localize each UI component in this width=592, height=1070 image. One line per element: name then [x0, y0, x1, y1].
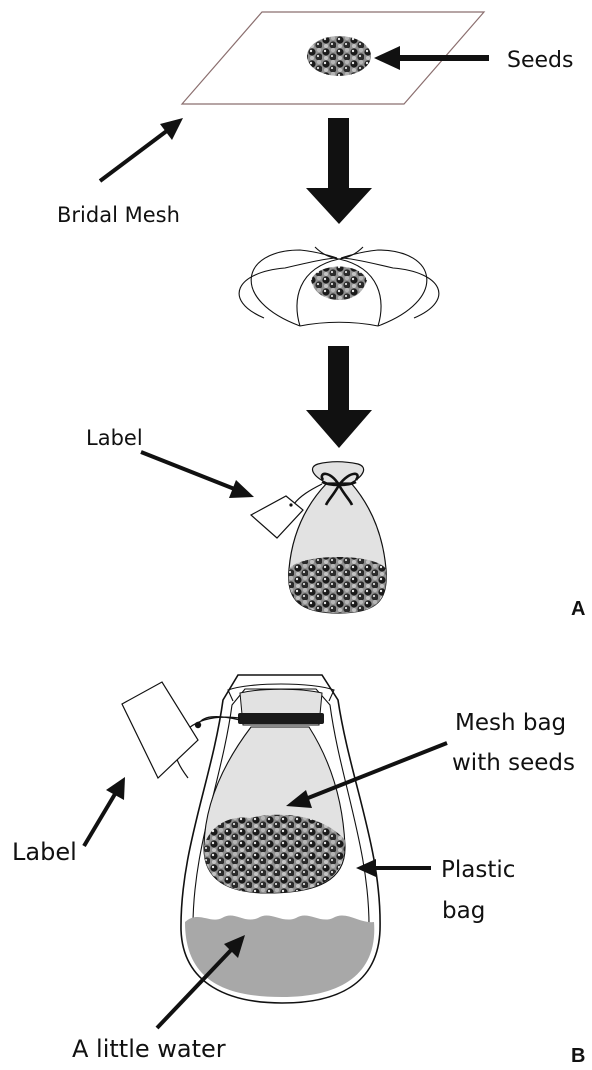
- tie-band: [238, 713, 324, 724]
- tied-bag-seeds: [289, 557, 387, 613]
- bridal-mesh-label: Bridal Mesh: [57, 203, 180, 227]
- plastic-bag-label-line1: Plastic: [441, 857, 515, 883]
- label-text-b: Label: [12, 838, 77, 866]
- step-arrow-1: [306, 118, 372, 224]
- panel-a: Seeds Bridal Mesh: [57, 12, 585, 620]
- mesh-bag-seeds: [204, 815, 345, 893]
- bridal-mesh-arrow: [100, 118, 183, 181]
- seeds-label: Seeds: [507, 48, 573, 73]
- seed-pile: [307, 36, 371, 76]
- mesh-bag-label-line2: with seeds: [452, 750, 575, 776]
- panel-letter-a: A: [571, 598, 585, 620]
- label-text-a: Label: [86, 426, 143, 450]
- label-arrow-a: [141, 452, 254, 498]
- step-arrow-2: [306, 346, 372, 448]
- tag-card-b: [122, 682, 198, 778]
- plastic-bag-label-line2: bag: [442, 898, 485, 924]
- panel-letter-b: B: [571, 1045, 585, 1065]
- mesh-bag-label-line1: Mesh bag: [455, 710, 566, 736]
- water-label: A little water: [72, 1035, 226, 1063]
- seeds-arrow: [374, 46, 489, 70]
- panel-b: Mesh bag with seeds Label Plastic bag A …: [12, 675, 585, 1065]
- label-arrow-b: [84, 777, 125, 846]
- gathered-seeds: [311, 267, 367, 301]
